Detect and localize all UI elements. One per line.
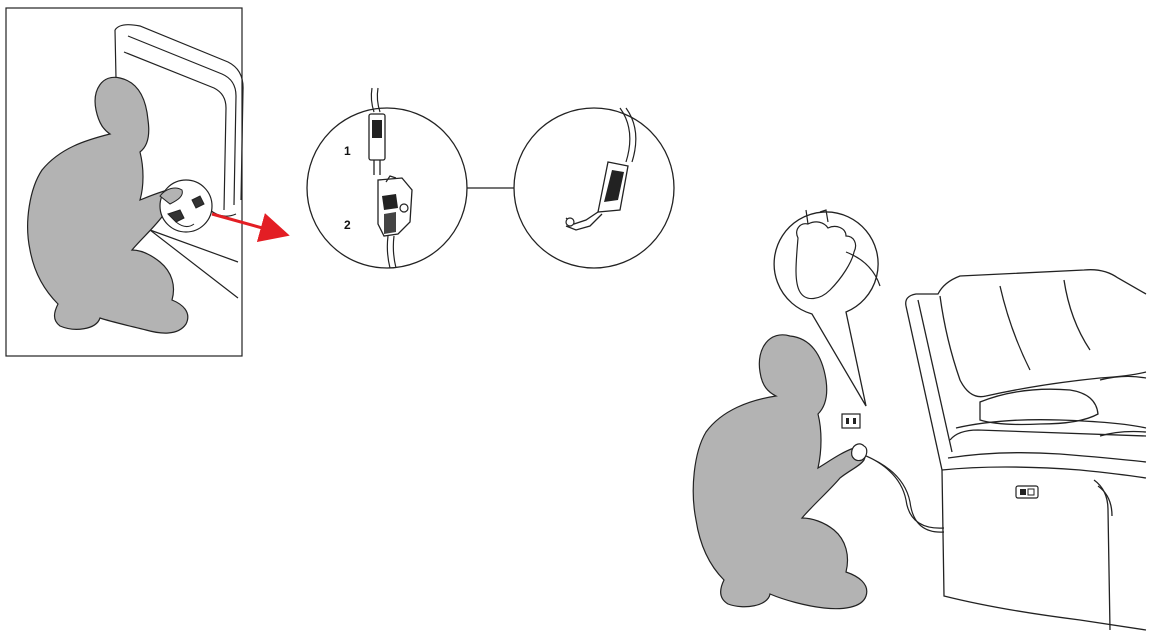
hand-near-outlet: [852, 444, 867, 461]
power-cord: [862, 454, 944, 528]
wall-outlet-icon: [842, 414, 860, 428]
recliner-power-switch-icon: [1016, 486, 1038, 498]
cable-top: [371, 88, 374, 112]
kneeling-person-connecting-cable-panel: [6, 8, 243, 356]
label-part-one: 1: [344, 144, 351, 158]
power-recliner-chair: [906, 270, 1146, 630]
connector-parts-detail-circle: 1 2: [307, 88, 467, 268]
detail-circle-right: [514, 108, 674, 268]
connected-plug-detail-circle: [514, 108, 674, 268]
label-part-two: 2: [344, 218, 351, 232]
kneeling-person-silhouette-right: [693, 335, 867, 609]
plugging-into-wall-outlet-scene: [693, 210, 1146, 630]
zoom-circle-small: [160, 180, 212, 232]
